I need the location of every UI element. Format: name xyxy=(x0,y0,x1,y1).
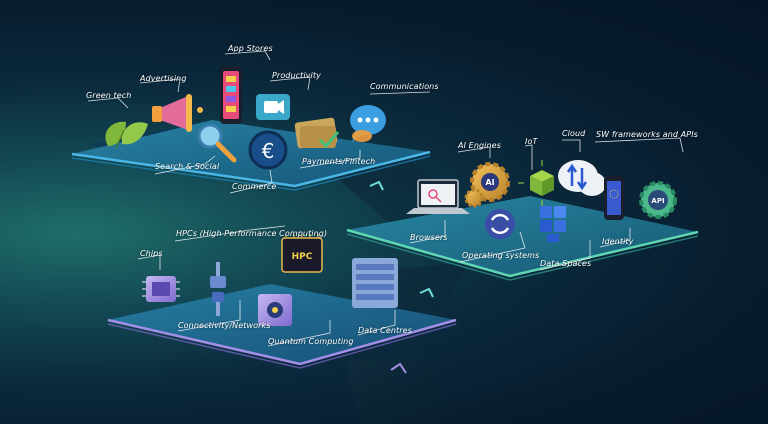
euro-coin-icon: € xyxy=(248,130,288,170)
gear-api-icon: API xyxy=(639,181,677,219)
label-ai-engines: AI Engines xyxy=(458,141,501,150)
payment-card-icon xyxy=(294,117,340,149)
label-commerce: Commerce xyxy=(232,182,277,191)
gear-ai-icon: AI xyxy=(464,162,510,208)
magnifier-icon xyxy=(197,123,237,163)
label-green-tech: Green tech xyxy=(86,91,132,100)
connector-beam-bottom-down xyxy=(345,355,455,424)
cloud-sync-icon xyxy=(558,160,606,196)
label-search-social: Search & Social xyxy=(155,162,220,171)
label-sw-frameworks: SW frameworks and APIs xyxy=(596,130,698,139)
label-hpcs: HPCs (High Performance Computing) xyxy=(176,229,328,238)
label-productivity: Productivity xyxy=(272,71,321,80)
svg-text:€: € xyxy=(262,139,275,163)
label-iot: IoT xyxy=(525,137,538,146)
svg-text:API: API xyxy=(651,197,664,205)
label-browsers: Browsers xyxy=(410,233,448,242)
server-rack-icon xyxy=(352,258,398,308)
sync-icon xyxy=(485,209,515,239)
hpc-chip-icon: HPC xyxy=(281,234,323,273)
label-operating-systems: Operating systems xyxy=(462,251,540,260)
svg-text:HPC: HPC xyxy=(292,252,313,262)
label-advertising: Advertising xyxy=(140,74,187,83)
label-communications: Communications xyxy=(370,82,439,91)
chip-icon xyxy=(142,276,180,302)
iot-cube-icon xyxy=(518,160,566,206)
leaf-icon xyxy=(105,121,148,149)
label-cloud: Cloud xyxy=(562,129,586,138)
label-connectivity-networks: Connectivity/Networks xyxy=(178,321,271,330)
chat-bubble-icon xyxy=(350,105,386,142)
label-payments-fintech: Payments/Fintech xyxy=(302,157,376,166)
svg-text:AI: AI xyxy=(485,178,494,187)
label-chips: Chips xyxy=(140,249,163,258)
quantum-chip-icon xyxy=(258,294,292,326)
label-data-spaces: Data Spaces xyxy=(540,259,592,268)
megaphone-icon xyxy=(152,94,203,132)
label-data-centres: Data Centres xyxy=(358,326,412,335)
laptop-browser-icon xyxy=(406,179,470,214)
label-quantum-computing: Quantum Computing xyxy=(268,337,354,346)
label-app-stores: App Stores xyxy=(228,44,273,53)
network-plug-icon xyxy=(210,262,226,316)
smartphone-icon xyxy=(220,66,242,124)
video-call-icon xyxy=(256,94,290,120)
phone-identity-icon xyxy=(604,176,624,220)
label-identity: Identity xyxy=(602,237,634,246)
label-leader-lines xyxy=(87,50,684,347)
data-blocks-icon xyxy=(540,206,566,242)
